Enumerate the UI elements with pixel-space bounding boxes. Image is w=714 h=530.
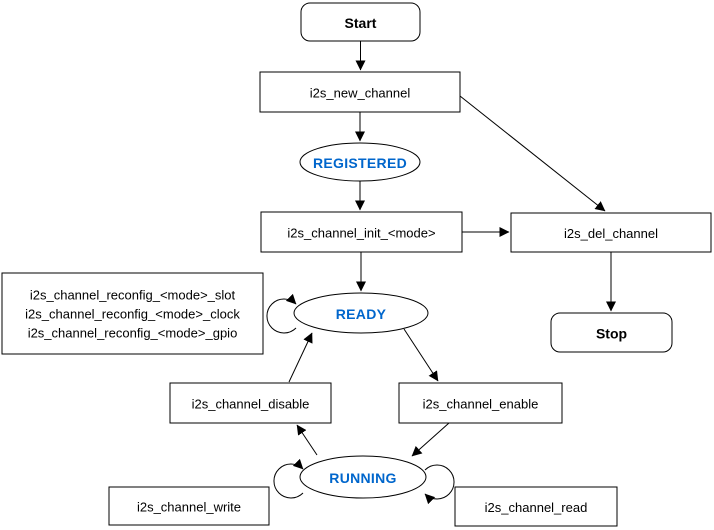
start-label: Start (345, 15, 377, 31)
channel-init-label: i2s_channel_init_<mode> (287, 226, 435, 241)
channel-init-shape (260, 211, 463, 253)
channel-write-shape (108, 486, 270, 526)
edge-running-self-loop-right (424, 464, 455, 505)
edge-disable-to-ready (288, 332, 313, 383)
running-label: RUNNING (329, 470, 396, 486)
del-channel-shape (510, 212, 712, 253)
reconfig-line-slot: i2s_channel_reconfig_<mode>_slot (30, 288, 236, 303)
node-new-channel: i2s_new_channel (259, 71, 461, 113)
node-state-ready: READY (293, 292, 429, 334)
edges (266, 41, 616, 505)
edge-enable-to-running (411, 422, 450, 457)
registered-label: REGISTERED (313, 155, 407, 171)
running-shape (299, 455, 427, 499)
ready-shape (293, 292, 429, 334)
new-channel-shape (259, 71, 461, 113)
edge-new-channel-to-del-channel (459, 95, 606, 212)
edge-running-self-loop-left (273, 458, 304, 499)
node-del-channel: i2s_del_channel (510, 212, 712, 253)
registered-shape (299, 142, 421, 182)
ready-label: READY (336, 306, 387, 322)
node-start: Start (300, 2, 421, 42)
channel-disable-label: i2s_channel_disable (192, 397, 310, 412)
channel-read-shape (454, 486, 618, 527)
node-state-registered: REGISTERED (299, 142, 421, 182)
reconfig-line-clock: i2s_channel_reconfig_<mode>_clock (25, 307, 240, 322)
node-channel-read: i2s_channel_read (454, 486, 618, 527)
start-shape (300, 2, 421, 42)
edge-ready-self-loop (266, 293, 297, 334)
reconfig-line-gpio: i2s_channel_reconfig_<mode>_gpio (28, 326, 238, 341)
channel-enable-label: i2s_channel_enable (423, 397, 539, 412)
new-channel-label: i2s_new_channel (310, 86, 411, 101)
node-channel-disable: i2s_channel_disable (169, 382, 332, 424)
del-channel-label: i2s_del_channel (564, 226, 658, 241)
node-state-running: RUNNING (299, 455, 427, 499)
channel-disable-shape (169, 382, 332, 424)
reconfig-shape (1, 272, 264, 355)
node-channel-enable: i2s_channel_enable (398, 382, 563, 424)
channel-enable-shape (398, 382, 563, 424)
channel-write-label: i2s_channel_write (137, 500, 241, 515)
edge-running-to-disable (296, 424, 318, 456)
edge-ready-to-enable (403, 328, 439, 382)
node-stop: Stop (550, 312, 673, 353)
node-channel-init: i2s_channel_init_<mode> (260, 211, 463, 253)
node-reconfig: i2s_channel_reconfig_<mode>_slot i2s_cha… (1, 272, 264, 355)
stop-label: Stop (596, 326, 627, 342)
node-channel-write: i2s_channel_write (108, 486, 270, 526)
stop-shape (550, 312, 673, 353)
channel-read-label: i2s_channel_read (485, 500, 588, 515)
